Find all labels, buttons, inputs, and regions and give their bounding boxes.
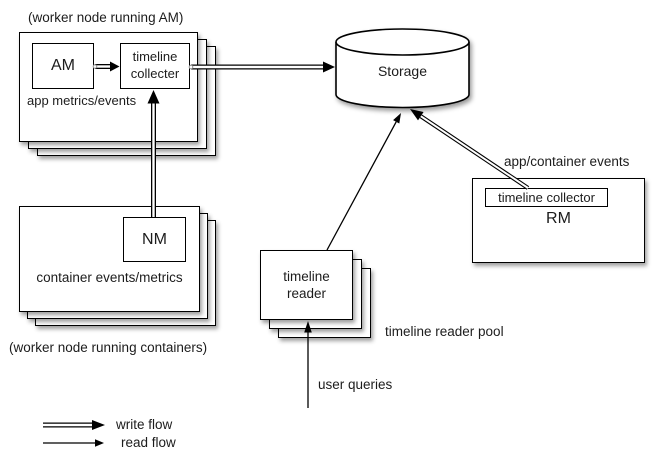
- timeline-collector-am-box: timeline collecter: [120, 43, 190, 89]
- app-metrics-events-label: app metrics/events: [27, 93, 137, 108]
- timeline-collector-rm-box: timeline collector: [485, 188, 608, 207]
- legend-read-arrow: [43, 439, 104, 447]
- storage-label: Storage: [377, 63, 428, 79]
- am-box: AM: [32, 43, 94, 89]
- user-queries-label: user queries: [318, 377, 393, 392]
- worker-containers-label: (worker node running containers): [9, 340, 208, 355]
- app-container-events-label: app/container events: [504, 154, 630, 169]
- legend-write-arrow: [43, 420, 105, 430]
- nm-box: NM: [123, 217, 186, 262]
- rm-label: RM: [546, 210, 571, 227]
- legend-write-flow-label: write flow: [116, 417, 173, 432]
- container-events-metrics-label: container events/metrics: [36, 270, 183, 285]
- legend-read-flow-label: read flow: [121, 435, 176, 450]
- write-arrow-rm-to-storage: [410, 109, 530, 190]
- read-arrow-reader-to-storage: [326, 113, 401, 251]
- storage-cylinder-top: [335, 28, 470, 56]
- timeline-reader-pool-label: timeline reader pool: [385, 324, 504, 339]
- timeline-reader-box: timeline reader: [260, 250, 353, 320]
- worker-am-label: (worker node running AM): [28, 10, 184, 25]
